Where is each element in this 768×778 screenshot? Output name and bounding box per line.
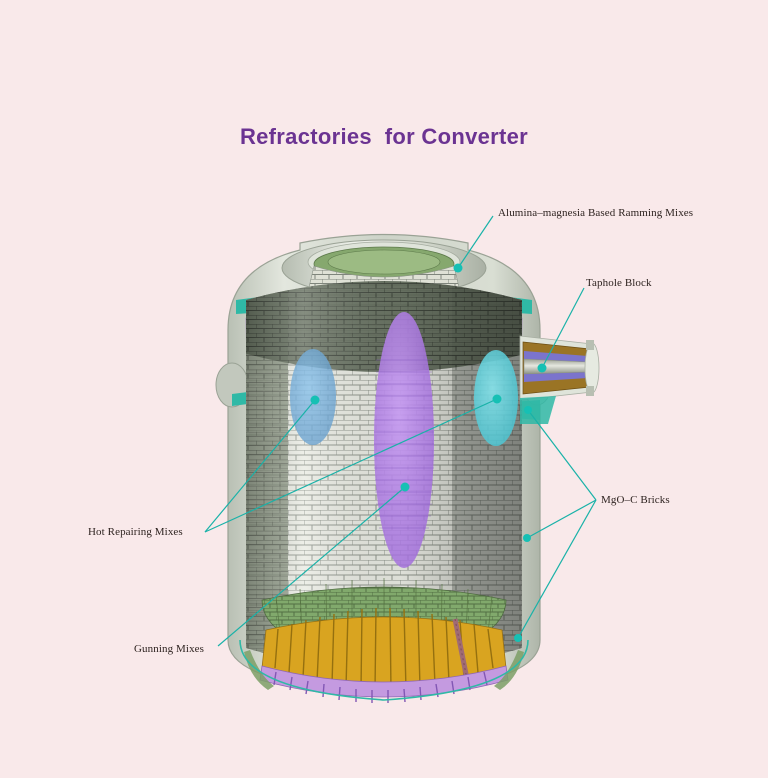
label-taphole-block: Taphole Block xyxy=(586,277,652,289)
label-alumina-magnesia-ramming-mixes: Alumina–magnesia Based Ramming Mixes xyxy=(498,207,694,219)
converter-bottom-lining xyxy=(239,578,529,703)
leader-markers xyxy=(310,263,547,642)
hot-repairing-patch-center xyxy=(374,312,434,568)
label-gunning-mixes: Gunning Mixes xyxy=(134,643,205,655)
label-mgo-c-bricks: MgO–C Bricks xyxy=(601,494,670,506)
taphole-block-nozzle xyxy=(519,335,600,424)
leader-lines xyxy=(204,215,597,647)
label-hot-repairing-mixes: Hot Repairing Mixes xyxy=(88,526,183,538)
page-title: Refractories for Converter xyxy=(239,124,529,149)
